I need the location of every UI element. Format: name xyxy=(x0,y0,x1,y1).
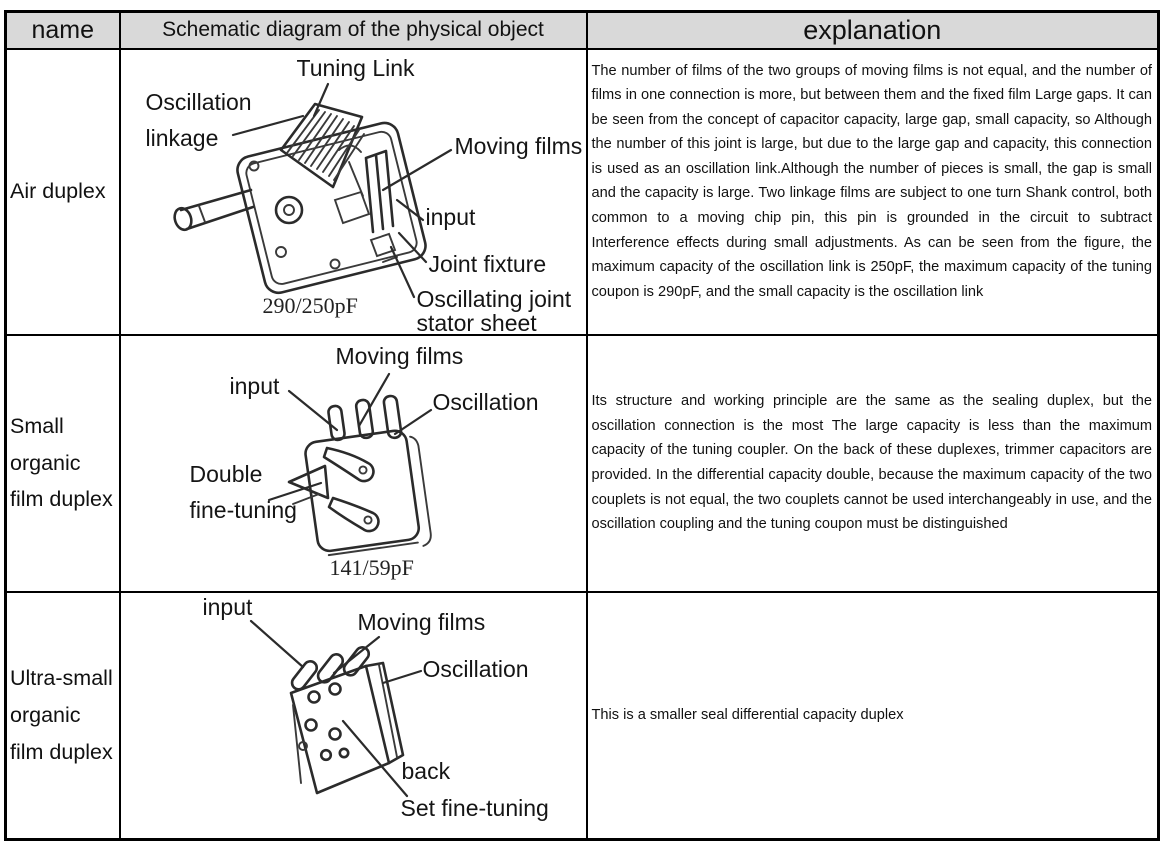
label-input: input xyxy=(425,203,476,230)
ultra-small-diagram: input Moving films Oscillation back Set … xyxy=(121,593,586,839)
header-schematic: Schematic diagram of the physical object xyxy=(118,10,588,50)
row-name-small-organic: Small organic film duplex xyxy=(4,333,121,593)
capacitor-table: name Schematic diagram of the physical o… xyxy=(4,10,1160,841)
explanation-small-organic: Its structure and working principle are … xyxy=(585,333,1160,593)
table-header-row: name Schematic diagram of the physical o… xyxy=(4,10,1160,50)
diagram-cell-small-organic: Moving films input Oscillation Double fi… xyxy=(118,333,588,593)
capacity-caption: 141/59pF xyxy=(329,554,414,580)
header-explanation: explanation xyxy=(585,10,1160,50)
label-input: input xyxy=(229,372,280,399)
label-oscillation: Oscillation xyxy=(422,655,529,682)
label-oscillation-linkage: Oscillation linkage xyxy=(145,88,252,152)
diagram-cell-air-duplex: Tuning Link Oscillation linkage Moving f… xyxy=(118,47,588,336)
air-duplex-diagram: Tuning Link Oscillation linkage Moving f… xyxy=(121,50,586,334)
explanation-air-duplex: The number of films of the two groups of… xyxy=(585,47,1160,336)
table-row-air-duplex: Air duplex xyxy=(4,47,1160,336)
small-organic-diagram: Moving films input Oscillation Double fi… xyxy=(121,336,586,591)
table-row-small-organic: Small organic film duplex xyxy=(4,333,1160,593)
label-double-fine-tuning: Double fine-tuning xyxy=(189,460,297,524)
row-name-air-duplex: Air duplex xyxy=(4,47,121,336)
label-input: input xyxy=(202,593,253,620)
small-organic-drawing xyxy=(267,372,432,556)
label-moving-films: Moving films xyxy=(454,132,583,159)
explanation-ultra-small: This is a smaller seal differential capa… xyxy=(585,590,1160,841)
label-oscillating-joint-stator: Oscillating joint stator sheet xyxy=(416,285,572,334)
label-moving-films: Moving films xyxy=(335,342,464,369)
label-moving-films: Moving films xyxy=(357,608,486,635)
diagram-cell-ultra-small: input Moving films Oscillation back Set … xyxy=(118,590,588,841)
label-tuning-link: Tuning Link xyxy=(296,54,415,81)
row-name-ultra-small: Ultra-small organic film duplex xyxy=(4,590,121,841)
table-row-ultra-small: Ultra-small organic film duplex xyxy=(4,590,1160,841)
label-back: back xyxy=(401,757,451,784)
header-name: name xyxy=(4,10,121,50)
air-duplex-drawing xyxy=(172,82,452,298)
label-oscillation: Oscillation xyxy=(432,388,539,415)
ultra-small-drawing xyxy=(249,619,422,797)
label-set-fine-tuning: Set fine-tuning xyxy=(400,794,549,821)
capacity-caption: 290/250pF xyxy=(262,292,358,318)
label-joint-fixture: Joint fixture xyxy=(428,250,547,277)
